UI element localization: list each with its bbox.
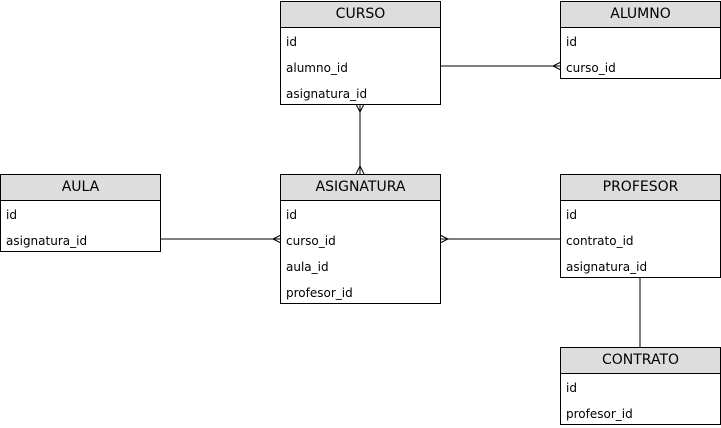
entity-curso[interactable]: CURSO id alumno_id asignatura_id <box>280 1 441 105</box>
entity-profesor[interactable]: PROFESOR id contrato_id asignatura_id <box>560 174 721 278</box>
field-asignatura-id: asignatura_id <box>566 260 648 274</box>
entity-aula[interactable]: AULA id asignatura_id <box>0 174 161 252</box>
field-profesor-id: profesor_id <box>286 286 353 300</box>
relationship-curso-alumno <box>440 61 562 71</box>
field-asignatura-id: asignatura_id <box>286 87 368 101</box>
entity-title: CURSO <box>281 2 440 28</box>
entity-title: AULA <box>1 175 160 201</box>
field-id: id <box>6 208 17 222</box>
entity-asignatura[interactable]: ASIGNATURA id curso_id aula_id profesor_… <box>280 174 441 304</box>
field-curso-id: curso_id <box>566 61 616 75</box>
field-contrato-id: contrato_id <box>566 234 634 248</box>
field-profesor-id: profesor_id <box>566 407 633 421</box>
entity-title: ALUMNO <box>561 2 720 28</box>
relationship-curso-asignatura <box>355 103 365 175</box>
entity-title: CONTRATO <box>561 348 720 374</box>
field-id: id <box>566 381 577 395</box>
field-id: id <box>566 35 577 49</box>
field-alumno-id: alumno_id <box>286 61 348 75</box>
field-id: id <box>286 208 297 222</box>
field-curso-id: curso_id <box>286 234 336 248</box>
entity-contrato[interactable]: CONTRATO id profesor_id <box>560 347 721 425</box>
entity-title: PROFESOR <box>561 175 720 201</box>
relationship-asignatura-profesor <box>439 234 561 244</box>
relationship-aula-asignatura <box>160 234 282 244</box>
entity-title: ASIGNATURA <box>281 175 440 201</box>
field-aula-id: aula_id <box>286 260 329 274</box>
field-id: id <box>566 208 577 222</box>
entity-alumno[interactable]: ALUMNO id curso_id <box>560 1 721 79</box>
field-asignatura-id: asignatura_id <box>6 234 88 248</box>
field-id: id <box>286 35 297 49</box>
